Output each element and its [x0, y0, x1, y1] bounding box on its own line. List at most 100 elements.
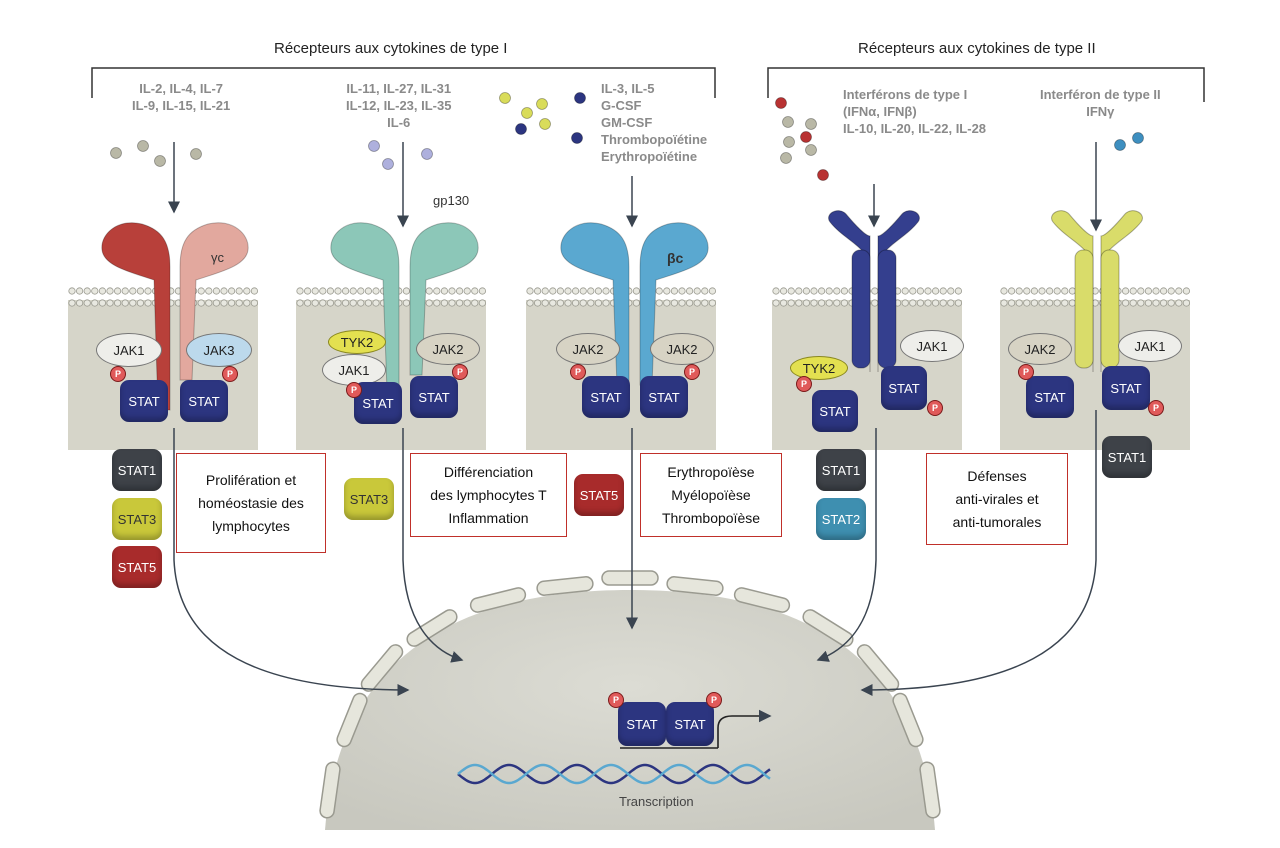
- type2-bracket: [767, 67, 1205, 102]
- outcome-lymphocyte-proliferation: Prolifération et homéostasie des lymphoc…: [176, 453, 326, 553]
- gp130-label: gp130: [433, 193, 470, 208]
- lipid-head: [1160, 287, 1168, 295]
- lipid-head: [478, 299, 486, 307]
- lipid-head: [1061, 287, 1069, 295]
- lipid-head: [83, 287, 91, 295]
- lipid-head: [121, 287, 129, 295]
- lipid-head: [571, 299, 580, 307]
- lipid-head: [1023, 287, 1031, 295]
- lipid-head: [349, 287, 357, 295]
- nuclear-pore: [666, 576, 724, 596]
- stat-r4a: STAT: [812, 390, 858, 432]
- outcome-line: Défenses: [967, 467, 1027, 484]
- lipid-head: [701, 299, 709, 307]
- lipid-head: [708, 299, 717, 307]
- lipid-head: [448, 287, 456, 295]
- stat-r5a: STAT: [1026, 376, 1074, 418]
- lipid-head: [114, 287, 122, 295]
- ligand-line: G-CSF: [601, 98, 642, 113]
- phospho-mark: P: [570, 364, 586, 380]
- lipid-head: [693, 299, 701, 307]
- lipid-head: [372, 287, 380, 295]
- lipid-head: [939, 287, 947, 295]
- lipid-head: [1038, 287, 1046, 295]
- lipid-head: [526, 287, 534, 295]
- ligand-dot: [782, 116, 794, 128]
- ligand-line: GM-CSF: [601, 115, 653, 130]
- lipid-head: [319, 287, 327, 295]
- nuclear-pore: [919, 761, 941, 819]
- lipid-head: [779, 299, 788, 307]
- lipid-head: [802, 287, 811, 295]
- lipid-head: [670, 299, 679, 307]
- lipid-head: [924, 287, 932, 295]
- lipid-head: [1046, 287, 1054, 295]
- jak3-r1: JAK3: [186, 333, 252, 367]
- lipid-head: [372, 299, 380, 307]
- lipid-head: [364, 287, 372, 295]
- outcome-line: Myélopoïèse: [671, 486, 751, 503]
- lipid-head: [663, 299, 671, 307]
- lipid-head: [144, 299, 152, 307]
- lipid-head: [549, 287, 557, 295]
- nuclear-pore: [360, 644, 404, 692]
- lipid-head: [136, 287, 144, 295]
- ligand-line: IL-10, IL-20, IL-22, IL-28: [843, 121, 987, 136]
- beta-c-label: βc: [667, 250, 684, 266]
- lipid-head: [250, 299, 258, 307]
- lipid-head: [76, 287, 84, 295]
- tyk2-r4: TYK2: [790, 356, 848, 380]
- lipid-head: [1160, 299, 1168, 307]
- lipid-head: [1007, 287, 1016, 295]
- lipid-head: [670, 287, 679, 295]
- lipid-head: [795, 287, 803, 295]
- lipid-head: [541, 299, 549, 307]
- nuclear-pore: [802, 609, 854, 647]
- ligand-line: Thrombopoïétine: [601, 132, 708, 147]
- phospho-mark: P: [452, 364, 468, 380]
- lipid-head: [579, 287, 587, 295]
- lipid-head: [817, 299, 826, 307]
- ligands-r2: IL-11, IL-27, IL-31 IL-12, IL-23, IL-35 …: [346, 80, 451, 131]
- lipid-head: [212, 299, 220, 307]
- lipid-head: [1137, 287, 1145, 295]
- lipid-head: [243, 299, 251, 307]
- lipid-head: [448, 299, 456, 307]
- lipid-head: [916, 299, 925, 307]
- jak1-r4: JAK1: [900, 330, 964, 362]
- lipid-head: [810, 299, 818, 307]
- nuclear-stat-a: STAT: [618, 702, 666, 746]
- lipid-head: [1182, 287, 1191, 295]
- ligand-line: IFNγ: [1086, 104, 1115, 119]
- lipid-head: [693, 287, 701, 295]
- lipid-head: [341, 299, 350, 307]
- lipid-head: [931, 287, 940, 295]
- nuclear-stat-b: STAT: [666, 702, 714, 746]
- nuclear-arrow-r5: [860, 410, 1097, 696]
- ligand-line: IL-9, IL-15, IL-21: [132, 98, 231, 113]
- ligand-dot: [817, 169, 829, 181]
- outcome-antiviral-defense: Défenses anti-virales et anti-tumorales: [926, 453, 1068, 545]
- lipid-head: [311, 299, 319, 307]
- lipid-head: [235, 287, 243, 295]
- lipid-head: [564, 287, 572, 295]
- lipid-head: [91, 287, 99, 295]
- lipid-head: [463, 299, 471, 307]
- ligand-dot: [137, 140, 149, 152]
- lipid-head: [471, 299, 479, 307]
- lipid-head: [1007, 299, 1016, 307]
- lipid-head: [326, 287, 334, 295]
- stat-r1b: STAT: [180, 380, 228, 422]
- lipid-head: [840, 299, 849, 307]
- lipid-head: [541, 287, 549, 295]
- lipid-head: [587, 299, 595, 307]
- outcome-line: des lymphocytes T: [430, 486, 547, 503]
- lipid-head: [871, 287, 879, 295]
- nuclear-pore: [601, 570, 659, 586]
- ligand-dot: [539, 118, 551, 130]
- ligand-line: IL-6: [387, 115, 411, 130]
- lipid-head: [91, 299, 99, 307]
- nuclear-pore: [733, 587, 791, 613]
- stat2-pill-r4: STAT2: [816, 498, 866, 540]
- ligand-dot: [1132, 132, 1144, 144]
